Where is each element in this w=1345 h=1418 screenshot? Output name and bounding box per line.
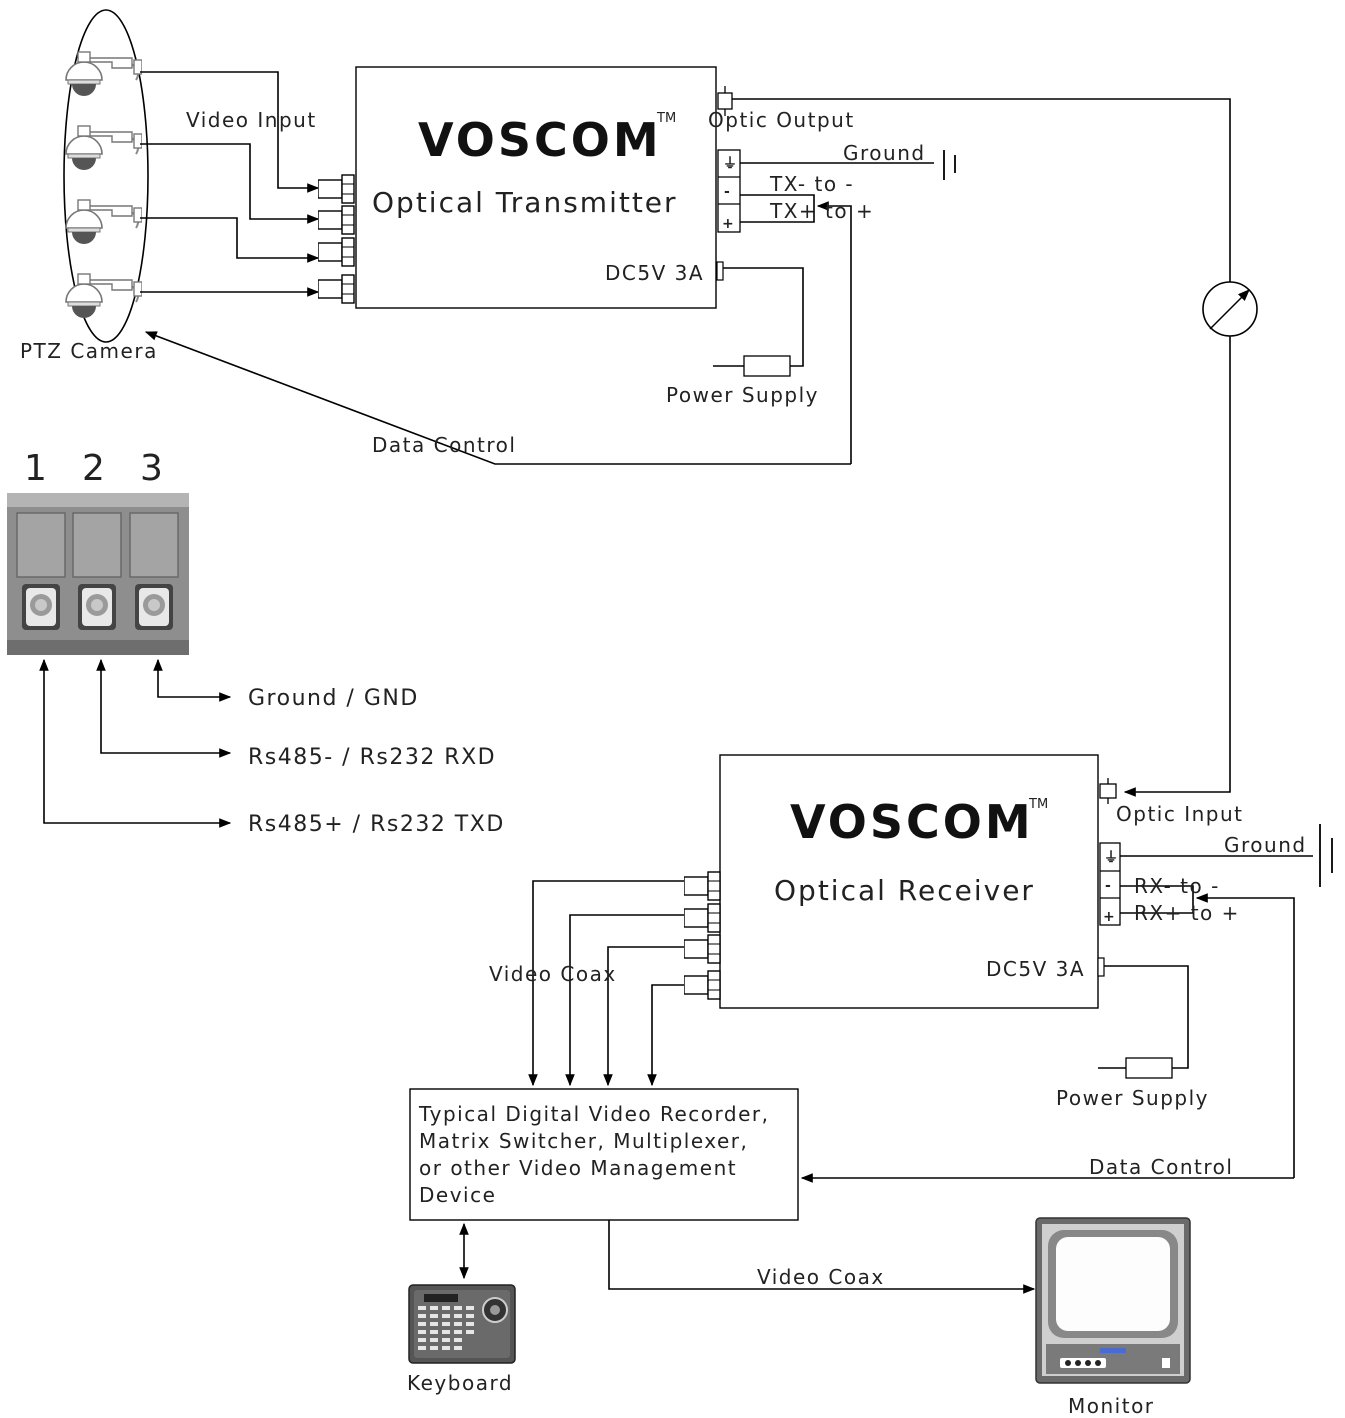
dvr-line-2: Matrix Switcher, Multiplexer,	[419, 1129, 748, 1153]
transmitter-video-port-4[interactable]	[318, 274, 355, 304]
dvr-box	[409, 1088, 799, 1221]
terminal-block-photo: 1 2 3	[7, 448, 189, 655]
transmitter-optic-port[interactable]	[717, 92, 733, 110]
receiver-power-supply-label: Power Supply	[1056, 1086, 1209, 1110]
transmitter-fuse-icon	[743, 355, 791, 377]
keyboard-controller-icon	[408, 1284, 516, 1364]
transmitter-terminal-block[interactable]	[717, 149, 741, 233]
receiver-power-port[interactable]	[1097, 957, 1105, 977]
transmitter-ground-pin-icon: ⏚	[723, 156, 739, 172]
optical-transmitter: VOSCOM TM Optical Transmitter DC5V 3A Op…	[318, 66, 855, 309]
ptz-camera-2	[65, 125, 142, 171]
fiber-link	[732, 98, 1258, 797]
receiver-video-port-2[interactable]	[684, 903, 721, 933]
receiver-power-supply	[1098, 965, 1189, 1079]
transmitter-title: Optical Transmitter	[372, 186, 678, 219]
optic-output-label: Optic Output	[708, 108, 855, 132]
video-input-wires	[140, 71, 320, 297]
transmitter-neg-pin: -	[724, 184, 731, 200]
monitor-label: Monitor	[1068, 1394, 1155, 1418]
optical-receiver: VOSCOM TM Optical Receiver DC5V 3A Optic…	[684, 754, 1243, 1009]
signal-rs485-pos-label: Rs485+ / Rs232 TXD	[248, 812, 505, 837]
terminal-screw-2	[72, 512, 122, 630]
terminal-screw-3	[129, 512, 179, 630]
output-video-coax-label: Video Coax	[757, 1265, 885, 1289]
receiver-terminal-wiring	[1120, 824, 1333, 1178]
transmitter-trademark: TM	[656, 111, 676, 126]
optic-input-label: Optic Input	[1116, 802, 1243, 826]
terminal-signal-wires	[39, 658, 232, 828]
ptz-camera-group: PTZ Camera	[20, 9, 158, 363]
pin-number-2: 2	[82, 448, 105, 489]
receiver-data-control-label: Data Control	[1089, 1155, 1233, 1179]
terminal-screw-1	[16, 512, 66, 630]
transmitter-power-supply	[713, 267, 804, 377]
ptz-camera-1	[65, 51, 142, 97]
transmitter-power-rating: DC5V 3A	[605, 261, 704, 285]
dvr-line-3: or other Video Management	[419, 1156, 737, 1180]
receiver-ground-pin-icon: ⏚	[1104, 850, 1120, 866]
receiver-neg-pin: -	[1105, 878, 1112, 894]
camera-group-outline	[63, 9, 149, 343]
receiver-neg-label: RX- to -	[1134, 874, 1220, 898]
dvr-line-1: Typical Digital Video Recorder,	[418, 1102, 769, 1126]
receiver-optic-port[interactable]	[1099, 783, 1117, 799]
transmitter-brand-logo: VOSCOM	[418, 113, 662, 167]
transmitter-video-port-3[interactable]	[318, 237, 355, 267]
receiver-ground-label: Ground	[1224, 833, 1307, 857]
receiver-pos-label: RX+ to +	[1134, 901, 1240, 925]
dvr-device: Typical Digital Video Recorder, Matrix S…	[409, 1088, 799, 1221]
signal-rs485-neg-label: Rs485- / Rs232 RXD	[248, 745, 496, 770]
transmitter-power-supply-label: Power Supply	[666, 383, 819, 407]
video-input-label: Video Input	[186, 108, 317, 132]
transmitter-power-port[interactable]	[716, 261, 724, 281]
receiver-power-rating: DC5V 3A	[986, 957, 1085, 981]
transmitter-neg-label: TX- to -	[769, 172, 854, 196]
transmitter-pos-label: TX+ to +	[769, 199, 874, 223]
receiver-title: Optical Receiver	[774, 874, 1035, 907]
receiver-brand-logo: VOSCOM	[790, 795, 1034, 849]
transmitter-box	[355, 66, 717, 309]
receiver-box	[719, 754, 1099, 1009]
data-control-wire-camera	[144, 331, 851, 465]
video-coax-wires	[528, 880, 684, 1087]
receiver-pos-pin: +	[1103, 909, 1116, 925]
transmitter-video-port-1[interactable]	[318, 174, 355, 204]
receiver-video-port-1[interactable]	[684, 871, 721, 901]
transmitter-pos-pin: +	[722, 216, 735, 232]
receiver-video-port-4[interactable]	[684, 970, 721, 1000]
transmitter-ground-label: Ground	[843, 141, 926, 165]
receiver-fuse-icon	[1125, 1057, 1173, 1079]
receiver-video-port-3[interactable]	[684, 934, 721, 964]
receiver-trademark: TM	[1028, 797, 1048, 812]
receiver-video-coax-label: Video Coax	[489, 962, 617, 986]
transmitter-terminal-wiring	[740, 150, 956, 464]
dvr-line-4: Device	[419, 1183, 496, 1207]
transmitter-data-control-label: Data Control	[372, 433, 516, 457]
receiver-terminal-block[interactable]	[1099, 842, 1121, 926]
monitor-icon	[1035, 1217, 1191, 1384]
keyboard-label: Keyboard	[407, 1371, 513, 1395]
pin-number-1: 1	[24, 448, 47, 489]
monitor-video-wire	[608, 1220, 1036, 1294]
transmitter-video-port-2[interactable]	[318, 205, 355, 235]
pin-number-3: 3	[140, 448, 163, 489]
signal-ground-label: Ground / GND	[248, 686, 419, 711]
ptz-camera-label: PTZ Camera	[20, 339, 158, 363]
ptz-camera-3	[65, 199, 142, 245]
